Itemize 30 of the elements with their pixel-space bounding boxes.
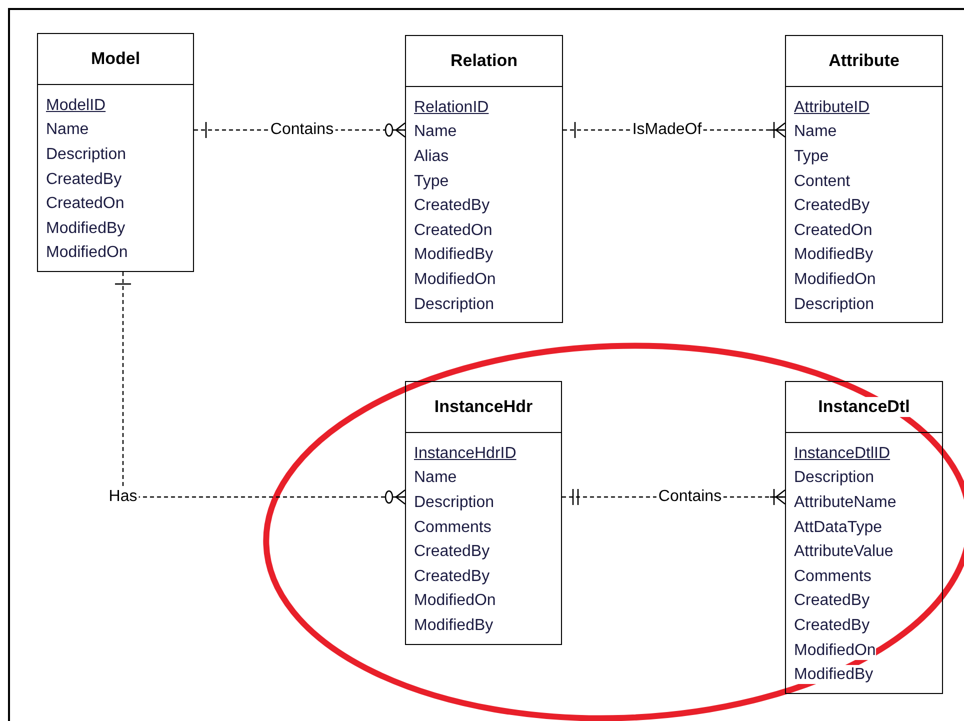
attribute-name: CreatedBy: [794, 196, 870, 216]
attribute-name: Description: [414, 294, 494, 314]
entity-box: [785, 381, 943, 694]
entity-title: InstanceDtl: [818, 397, 910, 417]
attribute-name: Description: [794, 294, 874, 314]
attribute-name: CreatedBy: [414, 566, 490, 586]
attribute-name: CreatedBy: [794, 591, 870, 610]
attribute-name: ModifiedBy: [794, 665, 874, 684]
attribute-name: ModifiedBy: [794, 245, 874, 264]
attribute-name: ModifiedOn: [794, 640, 876, 660]
entity-box: [405, 381, 562, 645]
attribute-name: ModifiedBy: [414, 616, 494, 635]
relationship-line: [114, 272, 406, 505]
entity-box: [785, 35, 943, 324]
attribute-name: CreatedBy: [414, 196, 490, 216]
attribute-name: ModifiedBy: [46, 218, 126, 238]
primary-key-attribute: AttributeID: [794, 98, 870, 117]
primary-key-attribute: RelationID: [414, 98, 489, 117]
primary-key-attribute: InstanceHdrID: [414, 444, 516, 463]
attribute-name: CreatedBy: [46, 170, 122, 189]
entity-box: [405, 35, 563, 324]
primary-key-attribute: ModelID: [46, 96, 106, 115]
primary-key-attribute: InstanceDtlID: [794, 444, 890, 463]
attribute-name: Description: [794, 468, 874, 488]
attribute-name: CreatedBy: [414, 542, 490, 562]
attribute-name: ModifiedBy: [414, 245, 494, 264]
attribute-name: Description: [414, 492, 494, 512]
attribute-name: CreatedBy: [794, 616, 870, 635]
entity-box: [37, 33, 194, 272]
attribute-name: Description: [46, 144, 126, 164]
